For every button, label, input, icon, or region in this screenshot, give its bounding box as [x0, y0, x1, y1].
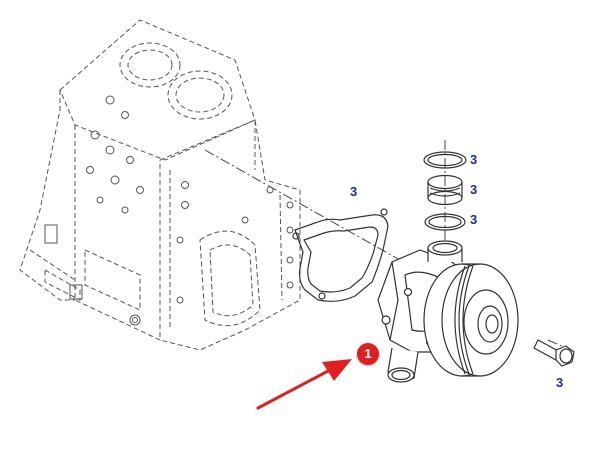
- engine-block-holes: [44, 95, 294, 326]
- callout-badge-pump: 1: [357, 343, 379, 365]
- callout-ring-top: 3: [470, 152, 478, 167]
- callout-ring-bottom: 3: [470, 212, 478, 227]
- callout-gasket: 3: [350, 184, 358, 199]
- hex-bolt: [533, 339, 575, 367]
- engine-block: [19, 19, 301, 351]
- pump-pulley: [423, 263, 519, 377]
- callout-ring-middle: 3: [470, 182, 478, 197]
- o-ring-top: [423, 151, 467, 169]
- pointer-arrow: [256, 359, 352, 410]
- thermostat-seal-middle: [427, 174, 463, 206]
- gasket: [292, 208, 389, 302]
- o-ring-bottom: [424, 213, 466, 231]
- callout-bolt: 3: [556, 375, 564, 390]
